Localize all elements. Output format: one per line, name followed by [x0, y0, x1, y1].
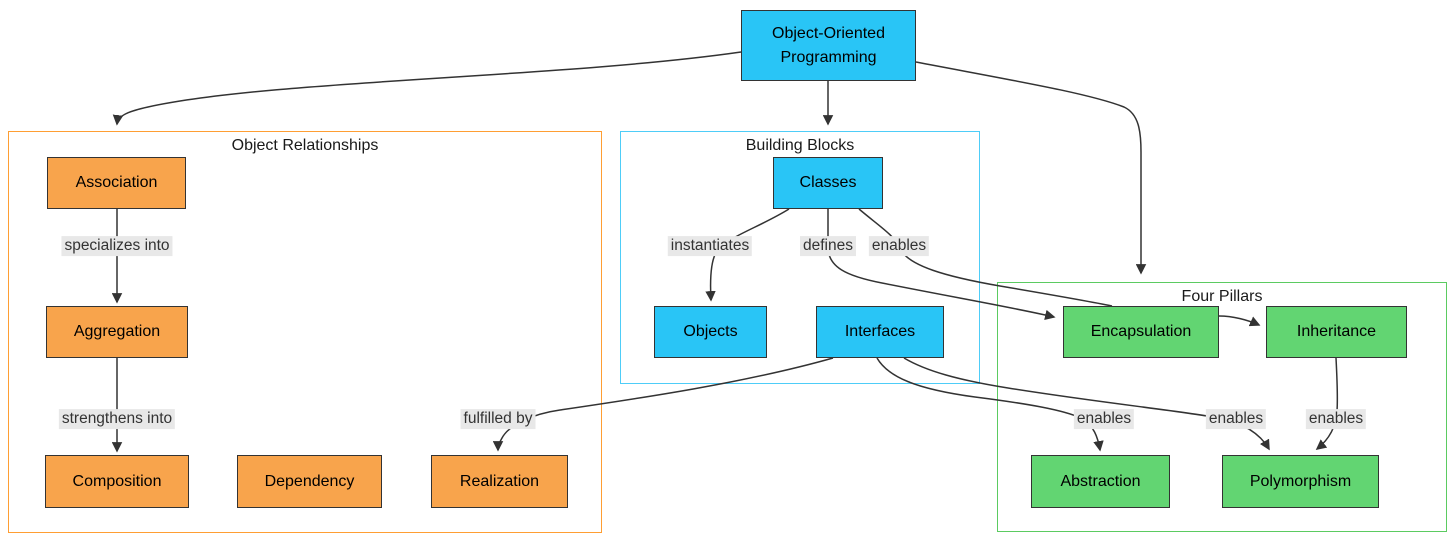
node-objects-label: Objects [683, 323, 738, 341]
cluster-four-pillars: Four Pillars [997, 282, 1447, 532]
node-association: Association [47, 157, 186, 209]
edge-label-enables-abstraction: enables [1073, 409, 1135, 429]
node-aggregation-label: Aggregation [73, 323, 161, 341]
node-encapsulation-label: Encapsulation [1090, 323, 1192, 341]
edge-label-strengthens-into: strengthens into [58, 409, 176, 429]
node-interfaces: Interfaces [816, 306, 944, 358]
cluster-building-blocks-title: Building Blocks [745, 137, 855, 154]
edge-interfaces-fulfilled-by-realization [492, 357, 834, 452]
edge-interfaces-enables-abstraction [876, 357, 1104, 452]
edge-label-fulfilled-by: fulfilled by [460, 409, 536, 429]
node-objects: Objects [654, 306, 767, 358]
node-dependency-label: Dependency [264, 472, 355, 490]
node-composition-label: Composition [72, 472, 162, 490]
cluster-four-pillars-title: Four Pillars [1181, 288, 1263, 305]
edge-label-enables-polymorphism-from-interfaces: enables [1205, 409, 1267, 429]
node-aggregation: Aggregation [46, 306, 188, 358]
node-inheritance-label: Inheritance [1296, 323, 1377, 341]
edge-classes-defines [827, 209, 1056, 321]
cluster-building-blocks: Building Blocks [620, 131, 980, 384]
edge-encapsulation-to-inheritance [1218, 315, 1261, 327]
node-dependency: Dependency [237, 455, 382, 508]
edge-label-instantiates: instantiates [667, 236, 753, 256]
edge-label-defines: defines [800, 236, 856, 256]
node-abstraction: Abstraction [1031, 455, 1170, 508]
node-association-label: Association [75, 174, 158, 192]
edge-interfaces-enables-polymorphism [903, 357, 1270, 451]
cluster-object-relationships-title: Object Relationships [231, 137, 379, 154]
node-classes-label: Classes [799, 174, 857, 192]
edge-label-specializes-into: specializes into [61, 236, 173, 256]
node-realization: Realization [431, 455, 568, 508]
node-object-oriented-programming-label: Object-Oriented Programming [772, 25, 885, 66]
node-inheritance: Inheritance [1266, 306, 1407, 358]
edge-inheritance-enables-polymorphism [1315, 357, 1339, 450]
node-abstraction-label: Abstraction [1060, 472, 1141, 490]
node-polymorphism: Polymorphism [1222, 455, 1379, 508]
edge-oop-to-four-pillars [915, 61, 1147, 275]
edge-oop-to-relationships [112, 51, 742, 126]
cluster-object-relationships: Object Relationships [8, 131, 602, 533]
node-object-oriented-programming: Object-Oriented Programming [741, 10, 916, 81]
node-realization-label: Realization [459, 472, 540, 490]
node-encapsulation: Encapsulation [1063, 306, 1219, 358]
edge-label-enables-classes: enables [868, 236, 930, 256]
edge-classes-enables-encapsulation [858, 208, 1113, 307]
node-interfaces-label: Interfaces [844, 323, 916, 341]
node-composition: Composition [45, 455, 189, 508]
node-classes: Classes [773, 157, 883, 209]
edge-label-enables-polymorphism-from-inheritance: enables [1305, 409, 1367, 429]
node-polymorphism-label: Polymorphism [1249, 472, 1352, 490]
